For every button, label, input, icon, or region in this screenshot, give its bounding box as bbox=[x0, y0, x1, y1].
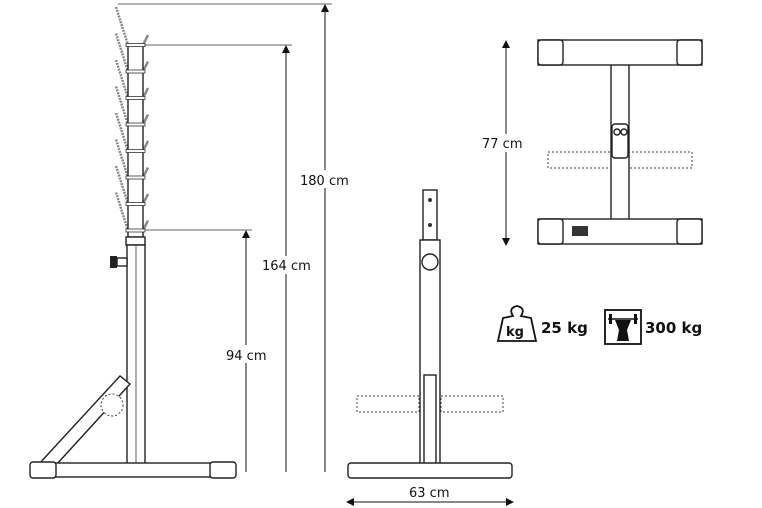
hole-ring bbox=[125, 149, 146, 153]
base-bar bbox=[39, 462, 231, 478]
front-view bbox=[347, 189, 513, 479]
hole-ring bbox=[125, 69, 146, 74]
brand-logo bbox=[572, 226, 588, 236]
base-foot-right bbox=[209, 461, 237, 479]
product-weight: 25 kg bbox=[541, 319, 588, 337]
hole-ring bbox=[125, 202, 146, 206]
hole-ring bbox=[125, 43, 146, 47]
hole-ring bbox=[125, 228, 146, 233]
j-hook-left bbox=[114, 6, 130, 46]
min-hook-height-label: 94 cm bbox=[226, 349, 267, 364]
total-height-label: 180 cm bbox=[300, 174, 349, 189]
weight-icon-label: kg bbox=[506, 325, 524, 340]
weight-holder-left bbox=[356, 395, 420, 413]
j-hook-left bbox=[114, 59, 130, 99]
front-knob bbox=[421, 253, 439, 271]
top-view bbox=[537, 39, 703, 245]
locking-knob-icon bbox=[110, 256, 117, 268]
base-foot-left bbox=[29, 461, 57, 479]
dimension-lines bbox=[118, 3, 514, 506]
diagonal-brace bbox=[36, 375, 132, 466]
j-hook-left bbox=[114, 112, 130, 152]
hole-ring bbox=[125, 175, 146, 180]
j-hook-left bbox=[114, 33, 130, 72]
brace-bolt bbox=[100, 393, 124, 417]
column-collar bbox=[125, 236, 146, 246]
knob-stem bbox=[116, 257, 128, 267]
max-hook-height-label: 164 cm bbox=[262, 259, 311, 274]
upper-column bbox=[127, 44, 144, 238]
front-base bbox=[347, 462, 513, 479]
j-hook-left bbox=[114, 86, 130, 125]
front-brace bbox=[423, 374, 437, 466]
j-hook-left bbox=[114, 165, 130, 205]
weightlifter-icon bbox=[604, 309, 642, 345]
j-hook-left bbox=[114, 192, 130, 231]
top-bar-rear bbox=[537, 218, 703, 245]
base-depth-label: 77 cm bbox=[482, 137, 523, 152]
front-upper-plate bbox=[422, 189, 438, 241]
hole-ring bbox=[125, 122, 146, 127]
j-hook-left bbox=[114, 139, 130, 178]
max-load: 300 kg bbox=[645, 319, 702, 337]
base-width-label: 63 cm bbox=[409, 486, 450, 501]
weight-icon: kg bbox=[496, 305, 538, 342]
weight-holder-right bbox=[440, 395, 504, 413]
side-view bbox=[29, 6, 237, 479]
hole-rings bbox=[125, 43, 146, 233]
hole-ring bbox=[125, 96, 146, 100]
